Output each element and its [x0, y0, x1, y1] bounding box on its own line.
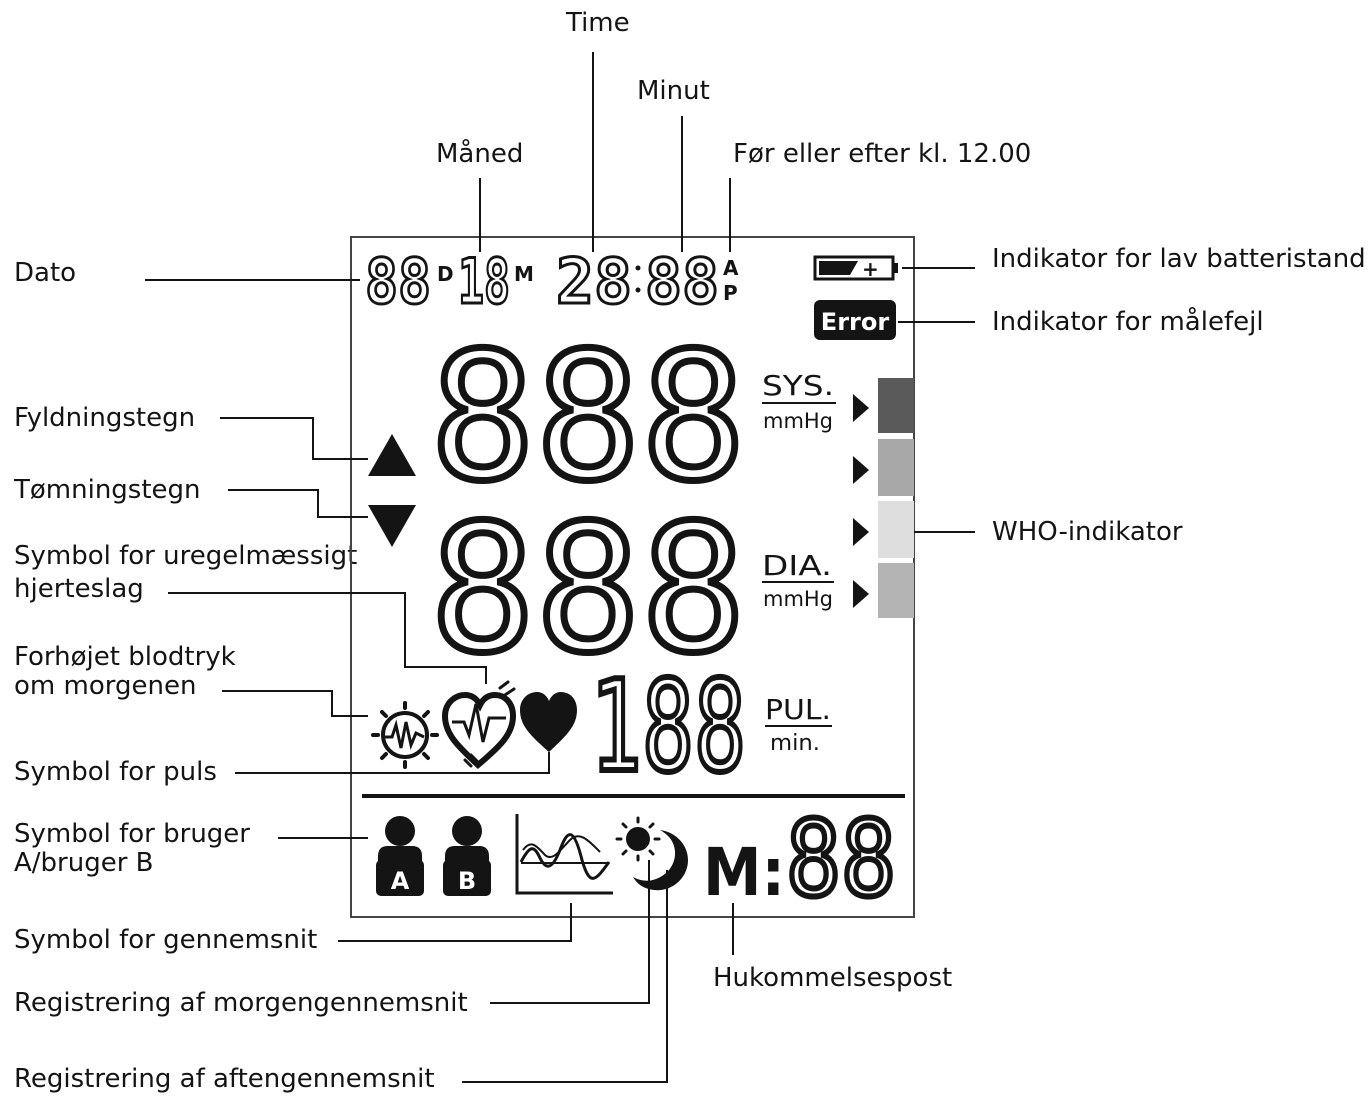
morning-average-sun-icon [615, 816, 661, 862]
label-fyldningstegn: Fyldningstegn [14, 403, 196, 433]
label-irregular-line2: hjerteslag [14, 574, 144, 604]
user-a-letter: A [391, 867, 410, 895]
label-morning-hypertension: Forhøjet blodtryk om morgenen [14, 643, 236, 701]
sys-unit-label: SYS. mmHg [762, 369, 836, 433]
memory-digits: 88 [786, 798, 896, 920]
label-time: Time [566, 8, 630, 38]
user-a-icon: A [376, 816, 424, 896]
label-user-line2: A/bruger B [14, 848, 154, 878]
label-error: Indikator for målefejl [992, 307, 1264, 337]
error-indicator: Error [814, 300, 896, 340]
label-irregular-line1: Symbol for uregelmæssigt [14, 541, 358, 571]
label-evening-average: Registrering af aftengennemsnit [14, 1064, 435, 1094]
who-bar-3 [878, 501, 914, 558]
time-colon-top [635, 265, 641, 271]
svg-text:PUL.: PUL. [765, 693, 831, 726]
date-d-marker: D [437, 262, 454, 286]
pul-unit-label: PUL. min. [765, 693, 832, 756]
label-user: Symbol for bruger A/bruger B [14, 820, 250, 878]
user-b-icon: B [443, 816, 491, 896]
irregular-heartbeat-icon [441, 680, 517, 770]
error-text: Error [821, 308, 890, 336]
hour-digits: 28 [556, 245, 632, 318]
date-time-row: 88 D 18 M 28 88 A P [364, 244, 740, 320]
who-arrow-2-icon [853, 456, 869, 484]
sys-digits: 888 [430, 315, 746, 520]
pul-digits: 188 [590, 653, 746, 800]
label-morning-average: Registrering af morgengennemsnit [14, 988, 468, 1018]
who-bar-2 [878, 439, 914, 496]
who-arrow-4-icon [853, 580, 869, 608]
evening-average-moon-icon [633, 830, 688, 891]
svg-text:mmHg: mmHg [763, 409, 833, 433]
label-morning-line1: Forhøjet blodtryk [14, 642, 236, 672]
label-user-line1: Symbol for bruger [14, 819, 250, 849]
battery-icon: + [813, 255, 898, 281]
dia-unit-label: DIA. mmHg [762, 549, 834, 611]
morning-hypertension-icon [371, 701, 439, 769]
who-arrow-3-icon [853, 518, 869, 546]
who-bar-4 [878, 563, 914, 618]
minute-digits: 88 [645, 245, 719, 318]
user-b-letter: B [458, 867, 476, 895]
label-minut: Minut [637, 76, 710, 106]
label-who: WHO-indikator [992, 517, 1183, 547]
label-memory: Hukommelsespost [713, 963, 953, 993]
label-battery: Indikator for lav batteristand [992, 244, 1366, 274]
who-indicator [853, 378, 914, 618]
label-pulse: Symbol for puls [14, 757, 217, 787]
label-average: Symbol for gennemsnit [14, 925, 318, 955]
am-marker: A [723, 256, 739, 280]
svg-text:SYS.: SYS. [762, 369, 834, 402]
inflation-arrow-icon [368, 434, 416, 476]
memory-m-label: M: [703, 834, 785, 911]
leader-lines [145, 52, 975, 1083]
pulse-heart-icon [520, 692, 577, 752]
dia-digits: 888 [430, 487, 746, 692]
average-graph-icon [515, 814, 613, 895]
month-digits: 18 [458, 245, 510, 318]
pm-marker: P [723, 281, 738, 305]
label-irregular-heartbeat: Symbol for uregelmæssigt hjerteslag [14, 542, 357, 604]
deflation-arrow-icon [368, 505, 416, 547]
time-colon-bottom [635, 287, 641, 293]
svg-text:+: + [862, 257, 879, 281]
date-digits: 88 [365, 245, 431, 318]
who-arrow-1-icon [853, 394, 869, 422]
label-maaned: Måned [436, 139, 524, 169]
label-dato: Dato [14, 258, 77, 288]
label-morning-line2: om morgenen [14, 671, 197, 701]
svg-text:DIA.: DIA. [762, 549, 832, 582]
who-bar-1 [878, 378, 914, 433]
svg-text:min.: min. [770, 731, 820, 756]
svg-text:mmHg: mmHg [763, 587, 833, 611]
month-m-marker: M [514, 262, 534, 286]
label-tomningstegn: Tømningstegn [14, 475, 201, 505]
label-am-pm: Før eller efter kl. 12.00 [733, 139, 1032, 169]
